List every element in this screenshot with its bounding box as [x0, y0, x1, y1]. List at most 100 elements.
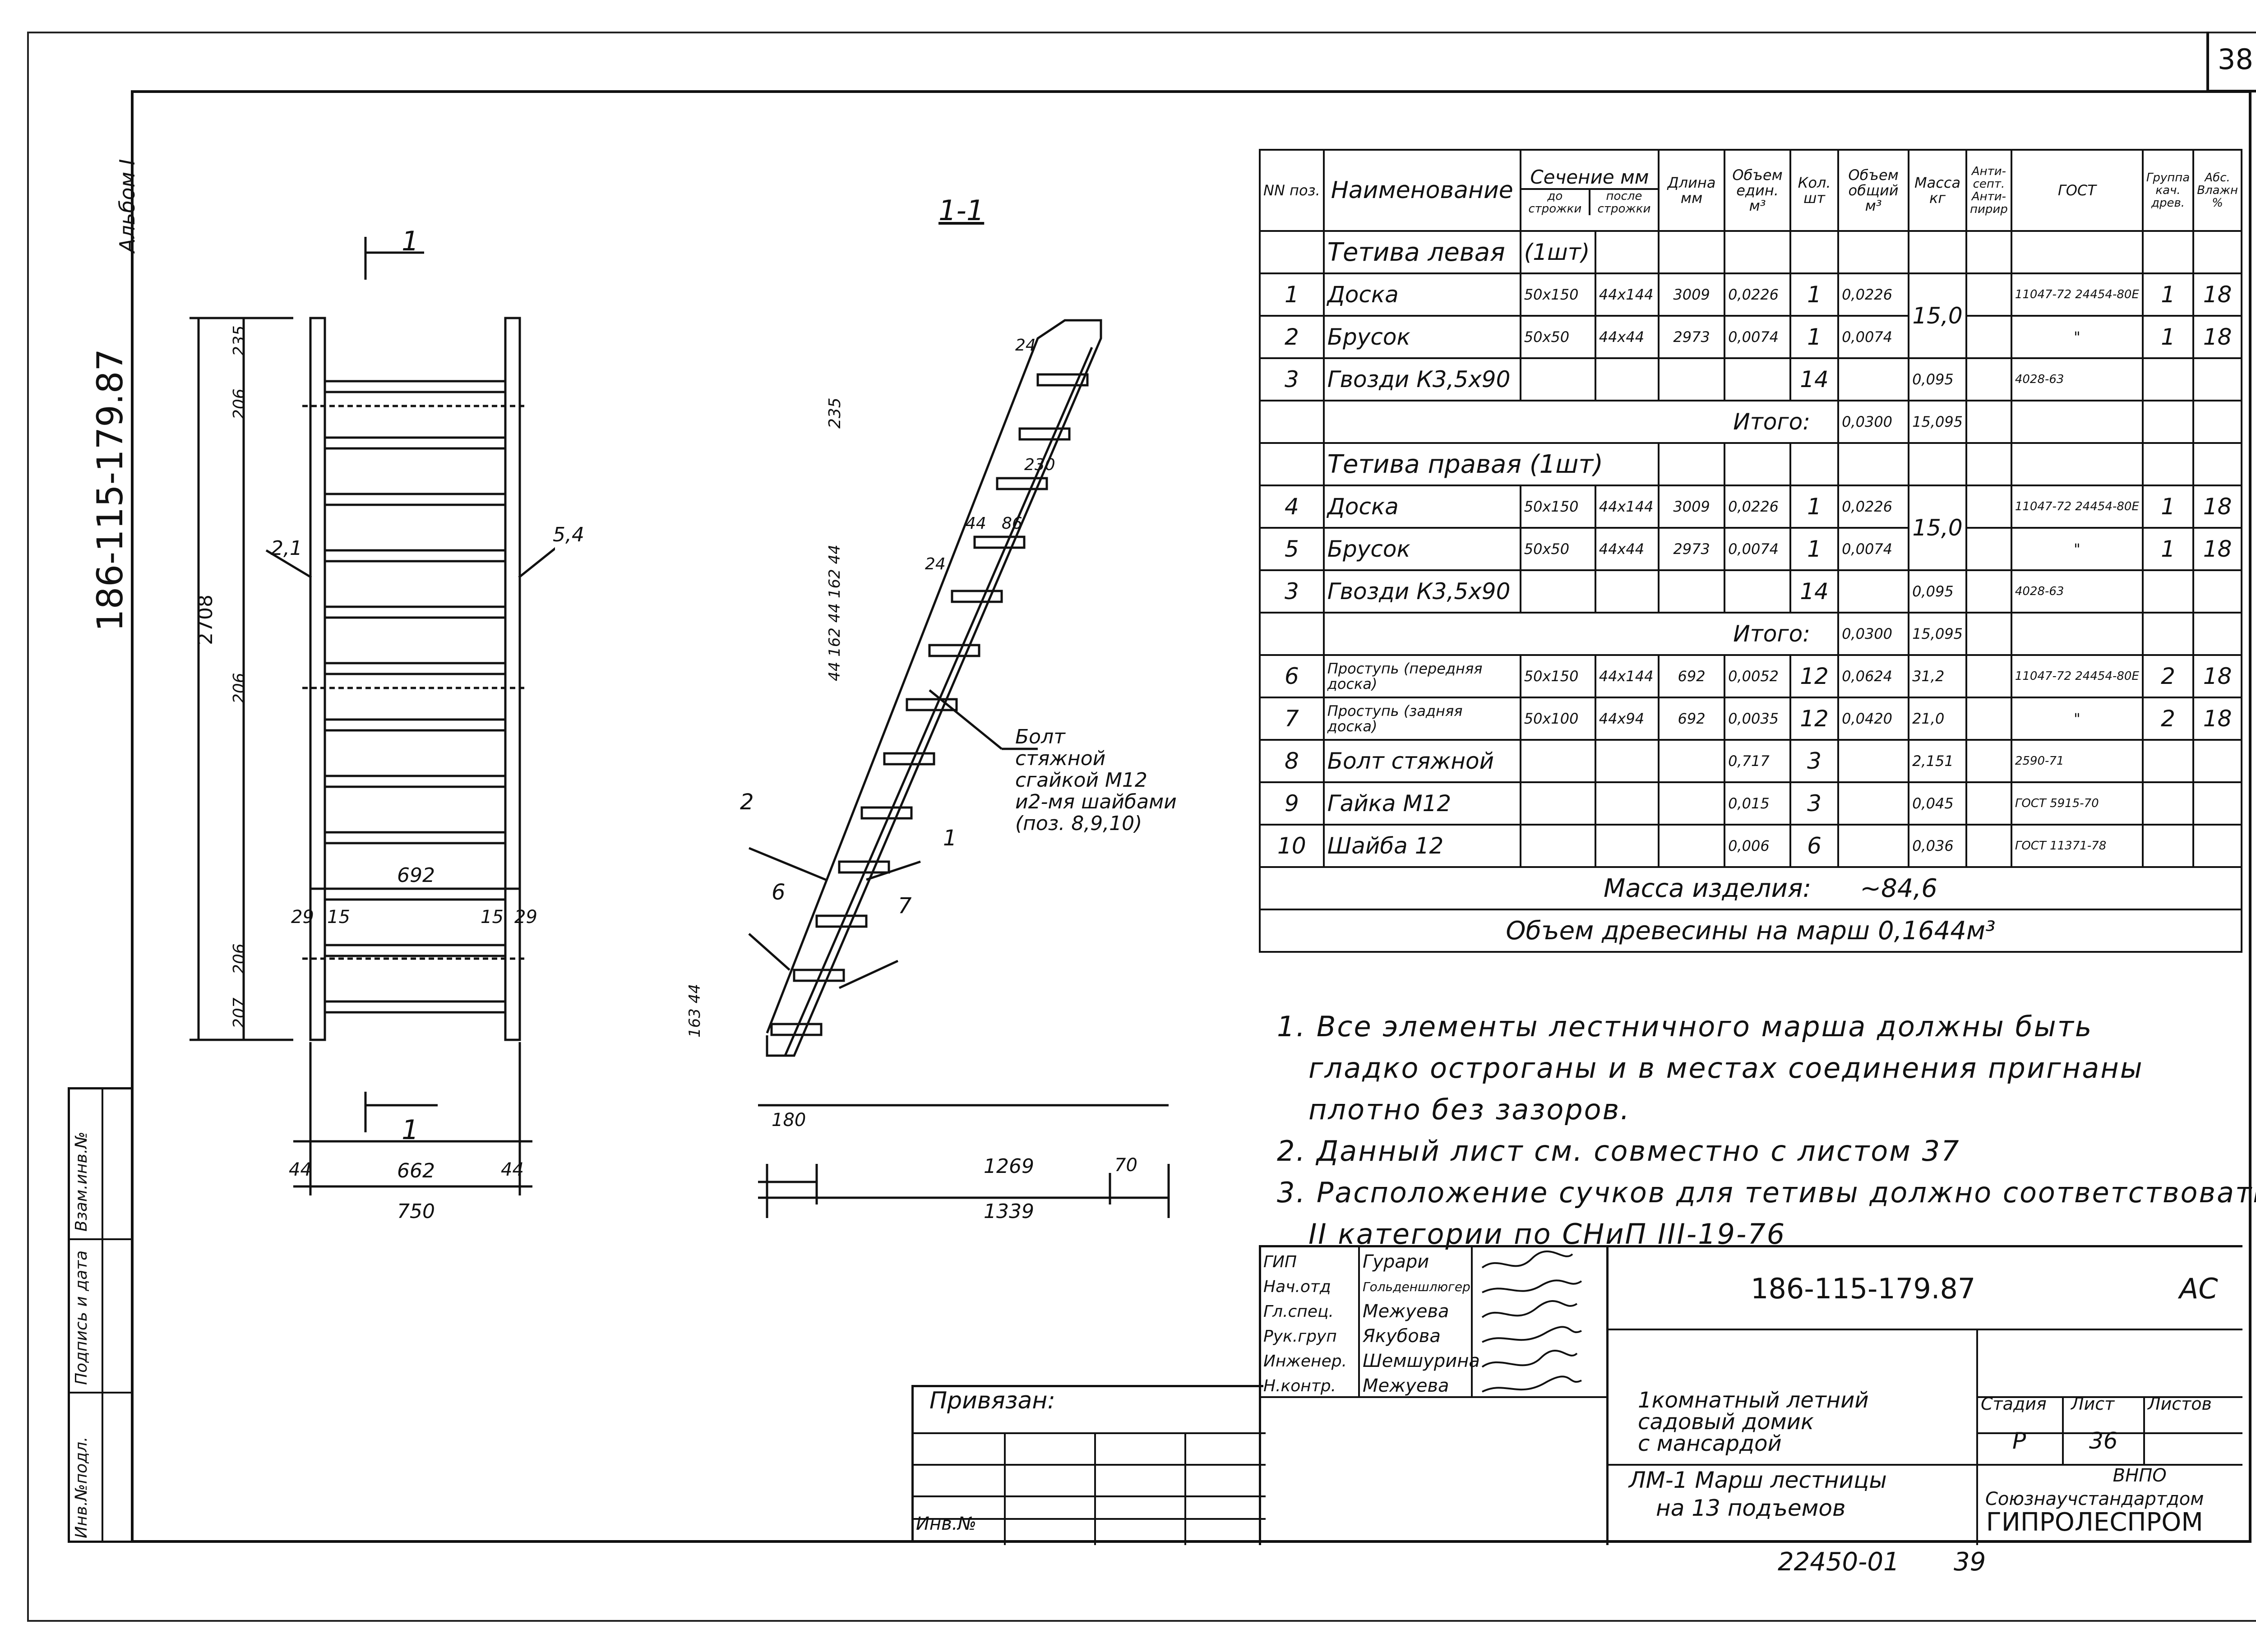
- height-total: 2708: [194, 595, 217, 645]
- hdr-group: Группа кач. древ.: [2141, 149, 2195, 232]
- hdr-name: Наименование: [1322, 149, 1521, 232]
- callout-6: 6: [772, 880, 786, 905]
- bottom-44-right: 44: [501, 1159, 524, 1180]
- sec-bottom-1269: 1269: [984, 1155, 1034, 1178]
- sec-dim-left: 44 162 44 162 44: [826, 545, 844, 681]
- sheet-value: 36: [2089, 1428, 2118, 1454]
- offset-29-right: 29: [514, 907, 537, 928]
- stage-value: Р: [2012, 1428, 2026, 1454]
- sec-bottom-180: 180: [772, 1110, 806, 1131]
- callout-2: 2: [740, 789, 754, 815]
- side-stamp-replace: Взам.инв.№: [72, 1131, 91, 1232]
- sheets-header: Листов: [2148, 1394, 2212, 1414]
- hdr-qty: Кол. шт: [1789, 149, 1840, 232]
- stage-header: Стадия: [1981, 1394, 2047, 1414]
- privyazan-label: Привязан:: [929, 1387, 1055, 1414]
- bottom-662: 662: [397, 1159, 435, 1182]
- dim-206-a: 206: [230, 388, 249, 420]
- label-5-4: 5,4: [553, 523, 584, 546]
- sec-dim-24: 24: [925, 555, 946, 573]
- footer-code: 22450-01: [1778, 1547, 1900, 1577]
- callout-7: 7: [898, 893, 912, 918]
- sheet-header: Лист: [2071, 1394, 2115, 1414]
- sec-dim-86: 86: [1002, 514, 1022, 533]
- inner-width: 692: [397, 864, 435, 887]
- bolt-note: Болт стяжной сгайкой М12 и2-мя шайбами (…: [1015, 725, 1177, 835]
- sheet-number: 38: [2218, 43, 2253, 76]
- label-2-1: 2,1: [271, 537, 302, 560]
- dim-206-c: 206: [230, 943, 249, 974]
- sheet-number-box: [2206, 32, 2256, 92]
- group-left-qty: (1шт): [1519, 230, 1596, 274]
- hdr-section: Сечение мм до строжки после строжки: [1519, 149, 1660, 232]
- hdr-pos: NN поз.: [1259, 149, 1325, 232]
- notes: 1. Все элементы лестничного марша должны…: [1277, 1010, 2256, 1251]
- section-mark-top: 1: [402, 226, 419, 257]
- hdr-vol-total: Объем общий м³: [1837, 149, 1910, 232]
- hdr-vol-unit: Объем един. м³: [1724, 149, 1792, 232]
- sec-dim-44: 44: [966, 514, 986, 533]
- volume-row: Объем древесины на марш 0,1644м³: [1259, 909, 2242, 953]
- offset-29-left: 29: [291, 907, 314, 928]
- total-width: 750: [397, 1200, 435, 1223]
- group-right: Тетива правая (1шт): [1322, 442, 1660, 486]
- mass-row: Масса изделия: ~84,6: [1259, 866, 2242, 910]
- sec-bottom-70: 70: [1114, 1155, 1137, 1176]
- hdr-moisture: Абс. Влажн %: [2192, 149, 2242, 232]
- title-block: [1259, 1245, 2242, 1545]
- bom-table: NN поз. Наименование Сечение мм до строж…: [1259, 149, 2242, 953]
- sec-dim-24-top: 24: [1015, 336, 1036, 355]
- dim-207: 207: [230, 997, 249, 1029]
- signatures: [1481, 1251, 1582, 1393]
- stamp-doc-code: 186-115-179.87: [1751, 1272, 1976, 1305]
- mass-left: 15,0: [1908, 272, 1968, 359]
- sec-bottom-1339: 1339: [984, 1200, 1034, 1223]
- outer-frame: [27, 32, 2256, 1622]
- hdr-antisept: Анти-септ. Анти-пирир: [1965, 149, 2012, 232]
- hdr-mass: Масса кг: [1908, 149, 1968, 232]
- stamp-mark: АС: [2179, 1272, 2218, 1305]
- sec-dim-230: 230: [1024, 456, 1055, 474]
- callout-1: 1: [943, 826, 957, 851]
- footer-page: 39: [1954, 1547, 1986, 1577]
- bottom-44-left: 44: [289, 1159, 312, 1180]
- section-mark-bottom: 1: [402, 1114, 419, 1146]
- side-stamp: [68, 1087, 133, 1543]
- sec-dim-bottom-left: 163 44: [686, 984, 704, 1038]
- group-left: Тетива левая: [1322, 230, 1521, 274]
- offset-15-left: 15: [327, 907, 350, 928]
- inv-label: Инв.№: [916, 1514, 976, 1534]
- stair-section: [748, 319, 1170, 1218]
- section-label: 1-1: [938, 194, 985, 227]
- org: ВНПО Союзнаучстандартдом ГИПРОЛЕСПРОМ: [1985, 1465, 2204, 1537]
- hdr-length: Длина мм: [1658, 149, 1726, 232]
- privyazan-block: [911, 1385, 1266, 1545]
- sec-dim-44-235: 235: [826, 397, 844, 429]
- offset-15-right: 15: [481, 907, 504, 928]
- dim-206-b: 206: [230, 673, 249, 704]
- album-label: Альбом I: [115, 159, 139, 253]
- mass-right: 15,0: [1908, 485, 1968, 571]
- dim-235: 235: [230, 325, 249, 356]
- vertical-doc-code: 186-115-179.87: [90, 349, 131, 632]
- hdr-gost: ГОСТ: [2010, 149, 2144, 232]
- side-stamp-sign: Подпись и дата: [72, 1250, 91, 1385]
- side-stamp-inv: Инв.№подл.: [72, 1436, 91, 1538]
